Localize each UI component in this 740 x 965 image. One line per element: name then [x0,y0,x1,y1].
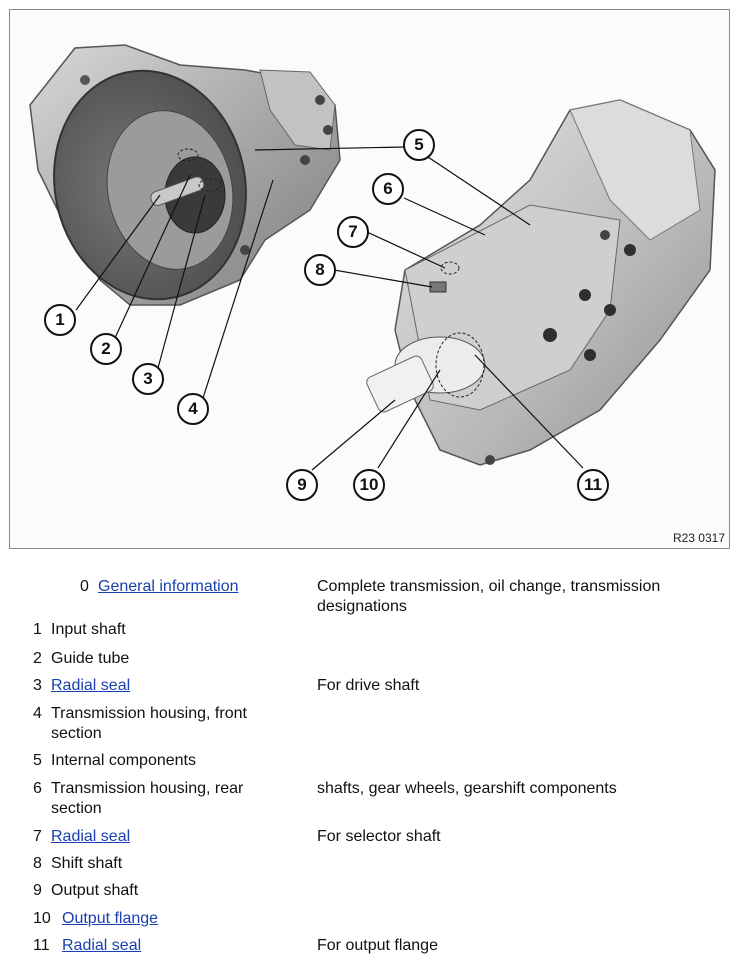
legend-row-0: 0 General information Complete transmiss… [0,577,740,621]
callout-10: 10 [353,469,385,501]
part-number: 2 [33,650,42,667]
part-number: 11 [33,937,50,954]
part-number: 6 [33,780,42,797]
callout-2: 2 [90,333,122,365]
part-number: 10 [33,910,51,927]
part-label: Internal components [51,752,196,769]
part-description: For selector shaft [317,828,441,845]
front-transmission [29,44,341,306]
link-radial-seal-drive-shaft[interactable]: Radial seal [51,677,131,694]
callout-11: 11 [577,469,609,501]
transmission-drawing [29,44,716,471]
part-number: 4 [33,705,42,722]
callout-5: 5 [403,129,435,161]
link-radial-seal-output-flange[interactable]: Radial seal [62,937,142,954]
link-radial-seal-selector-shaft[interactable]: Radial seal [51,828,131,845]
part-label: Input shaft [51,621,126,638]
callout-7: 7 [337,216,369,248]
callout-6: 6 [372,173,404,205]
part-number: 1 [33,621,42,638]
link-general-information[interactable]: General information [98,578,239,595]
rear-transmission [366,99,716,466]
leader-lines [75,146,584,471]
part-description: For output flange [317,937,438,954]
callout-1: 1 [44,304,76,336]
part-label: Output shaft [51,882,139,899]
transmission-illustration: 1 2 3 4 5 6 7 8 9 10 11 R23 0317 [9,9,730,549]
legend-row-4: 4 Transmission housing, front section [0,704,740,746]
callout-3: 3 [132,363,164,395]
part-number: 8 [33,855,42,872]
part-description: For drive shaft [317,677,420,694]
callout-9: 9 [286,469,318,501]
part-label: Shift shaft [51,855,123,872]
part-number: 5 [33,752,42,769]
part-description: shafts, gear wheels, gearshift component… [317,780,617,797]
part-number: 0 [80,578,89,595]
part-label: Transmission housing, rear section [51,780,244,817]
part-number: 9 [33,882,42,899]
legend-row-6: 6 Transmission housing, rear section sha… [0,779,740,821]
link-output-flange[interactable]: Output flange [62,910,159,927]
callout-8: 8 [304,254,336,286]
figure-code: R23 0317 [672,531,725,545]
part-number: 7 [33,828,42,845]
part-description: Complete transmission, oil change, trans… [317,578,661,615]
part-label: Guide tube [51,650,130,667]
callout-4: 4 [177,393,209,425]
part-label: Transmission housing, front section [51,705,247,742]
part-number: 3 [33,677,42,694]
